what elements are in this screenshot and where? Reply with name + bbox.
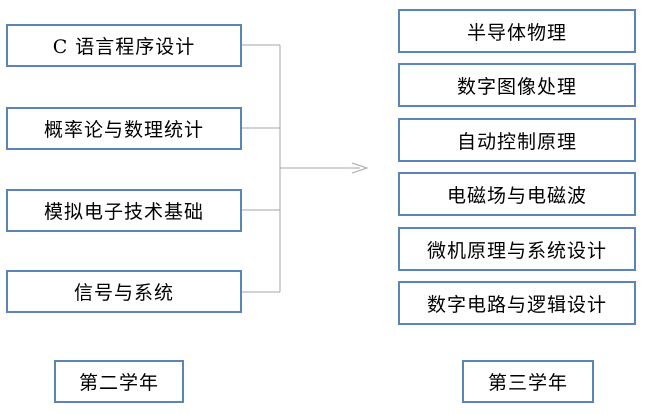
- course-digital-logic-design: 数字电路与逻辑设计: [398, 281, 636, 325]
- course-c-programming: C 语言程序设计: [6, 24, 242, 67]
- course-probability-statistics: 概率论与数理统计: [6, 107, 242, 150]
- course-signals-systems: 信号与系统: [6, 270, 242, 313]
- arrow-head-icon: [351, 162, 369, 174]
- course-electromagnetics: 电磁场与电磁波: [398, 172, 636, 216]
- course-analog-electronics: 模拟电子技术基础: [6, 189, 242, 232]
- label-second-year: 第二学年: [54, 360, 184, 403]
- course-digital-image-processing: 数字图像处理: [398, 63, 636, 107]
- course-semiconductor-physics: 半导体物理: [398, 9, 636, 53]
- label-third-year: 第三学年: [462, 360, 594, 403]
- course-automatic-control: 自动控制原理: [398, 118, 636, 162]
- course-microcomputer-principles: 微机原理与系统设计: [398, 227, 636, 271]
